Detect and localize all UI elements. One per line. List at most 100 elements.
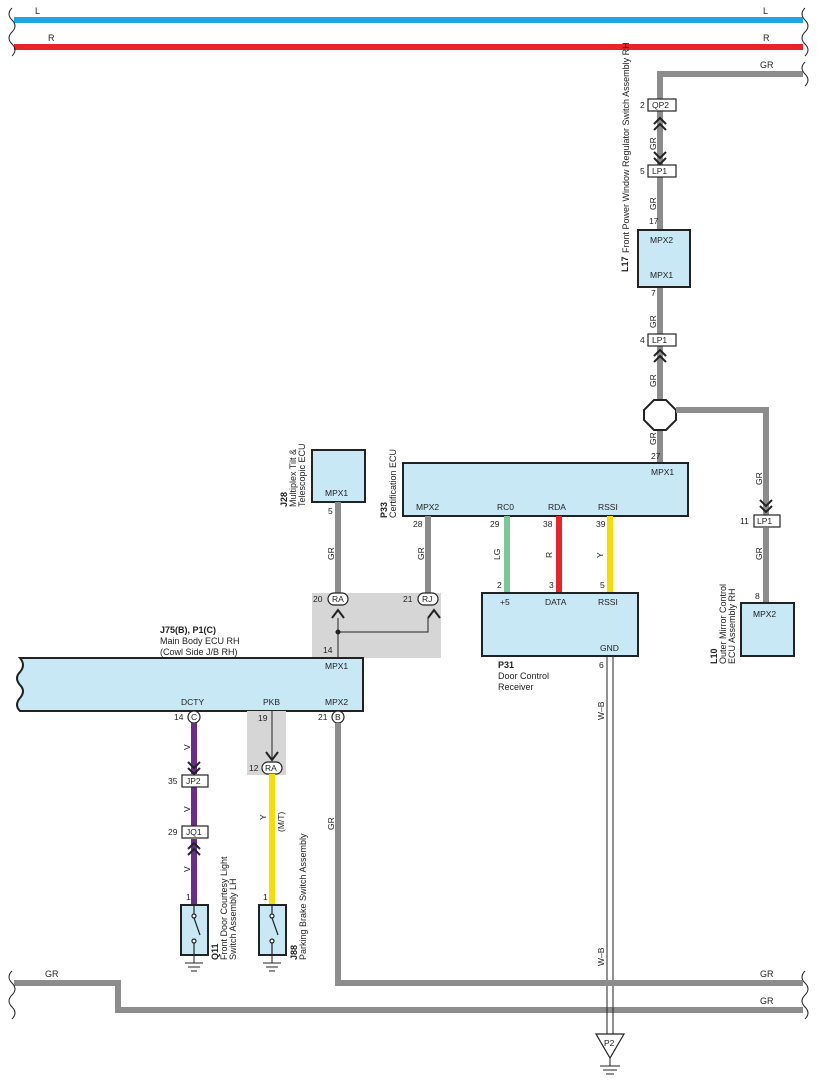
p31-name-2: Receiver — [498, 682, 534, 692]
p31-pin-6: 6 — [599, 660, 604, 670]
p33-name: Certification ECU — [388, 449, 398, 518]
l10-wire-label-1: GR — [754, 472, 764, 485]
p31-port-data: DATA — [545, 597, 567, 607]
jp2-connector — [181, 774, 209, 788]
j88-name: Parking Brake Switch Assembly — [298, 833, 308, 960]
p33-port-rssi: RSSI — [598, 502, 618, 512]
l17-wire-label-4: GR — [648, 374, 658, 387]
lp1-top-connector — [647, 164, 677, 178]
l17-id: L17 — [620, 256, 630, 272]
l17-name: Front Power Window Regulator Switch Asse… — [621, 42, 631, 253]
j28-name-1: Multiplex Tilt & — [288, 449, 298, 507]
main-ecu-pin-14: 14 — [323, 645, 333, 655]
ra-top-pin: 20 — [313, 594, 323, 604]
mpx2-pin-21: 21 — [318, 712, 328, 722]
p33-pin-39: 39 — [596, 519, 606, 529]
p33-ecu-box — [402, 462, 689, 517]
p2-ground-label: P2 — [604, 1038, 615, 1048]
p33-port-rc0: RC0 — [497, 502, 514, 512]
j28-box — [311, 449, 366, 503]
main-ecu: MPX1 DCTY PKB MPX2 — [16, 657, 364, 775]
l10-port-mpx2: MPX2 — [753, 609, 776, 619]
q11-wire-label-1: V — [182, 744, 192, 750]
j28-port-mpx1: MPX1 — [325, 488, 348, 498]
main-ecu-junction: RA 20 RJ 21 14 J75(B), P1(C) Main Body E… — [160, 592, 441, 658]
bus-lines: L L R R GR GR GR GR — [8, 6, 809, 1020]
j88-branch: 19 RA 12 Y (M/T) 1 J88 Parking Brake Swi… — [249, 711, 308, 972]
l-bus-label-right: L — [763, 6, 768, 16]
l17-pin-7: 7 — [651, 288, 656, 298]
l10-lp1-label: LP1 — [757, 516, 772, 526]
jq1-pin: 29 — [168, 827, 178, 837]
p33-mpx2-wire-label: GR — [416, 547, 426, 560]
ra-bottom-pin: 12 — [249, 763, 259, 773]
l17-port-mpx1: MPX1 — [650, 270, 673, 280]
r-wire-label: R — [544, 552, 554, 558]
l17-wire-label-1: GR — [648, 137, 658, 150]
pkb-pin-19: 19 — [258, 713, 268, 723]
wb-wire-label-1: W–B — [596, 701, 606, 720]
r-bus-label-left: R — [48, 33, 55, 43]
splice-junction — [643, 399, 677, 431]
l10-lp1-connector — [753, 514, 781, 528]
p33-port-mpx2: MPX2 — [416, 502, 439, 512]
p33-port-rda: RDA — [548, 502, 566, 512]
gr-bottom-wire-1 — [14, 980, 803, 1013]
j28-wire-label: GR — [326, 547, 336, 560]
lp1-bottom-label: LP1 — [652, 335, 667, 345]
l17-ecu-box — [637, 229, 691, 288]
p33-pin-38: 38 — [543, 519, 553, 529]
q11-name-2: Switch Assembly LH — [228, 878, 238, 960]
qp2-chevron-icon — [653, 116, 667, 131]
j28-ecu: MPX1 J28 Multiplex Tilt & Telescopic ECU… — [279, 443, 366, 598]
j88-switch-icon — [269, 905, 279, 955]
ra-bottom-label: RA — [265, 763, 277, 773]
p33-port-mpx1: MPX1 — [651, 467, 674, 477]
jp2-pin: 35 — [168, 776, 178, 786]
gr-bottom-left-break-icon — [8, 970, 16, 1020]
l17-wire-label-3: GR — [648, 315, 658, 328]
qp2-label: QP2 — [652, 100, 669, 110]
mit-label: (M/T) — [276, 812, 286, 832]
p33-pin-28: 28 — [413, 519, 423, 529]
p31-name-1: Door Control — [498, 671, 549, 681]
j88-wire-label: Y — [258, 814, 268, 820]
gr-bottom-left-label: GR — [45, 969, 59, 979]
junction-chevrons-icon — [331, 608, 441, 619]
dcty-pin: 14 — [174, 712, 184, 722]
jq1-chevron-icon — [187, 841, 201, 856]
main-ecu-name-1: Main Body ECU RH — [160, 636, 240, 646]
p31-port-rssi: RSSI — [598, 597, 618, 607]
l17-branch: QP2 2 GR LP1 5 GR 17 MPX2 MPX1 7 L17 Fro… — [620, 42, 691, 463]
l17-port-mpx2: MPX2 — [650, 235, 673, 245]
q11-name-1: Front Door Courtesy Light — [219, 856, 229, 960]
lp1-top-label: LP1 — [652, 166, 667, 176]
p33-ecu: 27 MPX1 MPX2 RC0 RDA RSSI P33 Certificat… — [379, 449, 689, 598]
q11-wire-label-3: V — [182, 866, 192, 872]
j28-id: J28 — [279, 492, 289, 507]
qp2-connector — [647, 98, 677, 112]
mpx2-gr-wire — [335, 723, 803, 986]
jq1-label: JQ1 — [186, 827, 202, 837]
lp1-top-pin: 5 — [640, 166, 645, 176]
p31-pin-5: 5 — [600, 580, 605, 590]
ra-top-connector — [327, 592, 349, 606]
gr-bottom-right-label-2: GR — [760, 996, 774, 1006]
rj-label: RJ — [422, 594, 432, 604]
l10-branch: GR LP1 11 GR 8 MPX2 L10 Outer Mirror Con… — [676, 407, 795, 664]
y-wire-label: Y — [595, 552, 605, 558]
p31-box — [481, 592, 639, 657]
j88-id: J88 — [289, 945, 299, 960]
l10-id: L10 — [709, 648, 719, 664]
b-connector-label: B — [335, 712, 341, 722]
j88-ground-icon — [263, 955, 281, 972]
ground-icon — [600, 1058, 620, 1075]
l10-name-1: Outer Mirror Control — [718, 584, 728, 664]
q11-id: Q11 — [210, 943, 220, 960]
j88-pin-1: 1 — [263, 892, 268, 902]
gr-top-label: GR — [760, 60, 774, 70]
p31-port-5v: +5 — [500, 597, 510, 607]
l10-chevron-icon — [759, 499, 773, 514]
l10-name-2: ECU Assembly RH — [727, 588, 737, 664]
